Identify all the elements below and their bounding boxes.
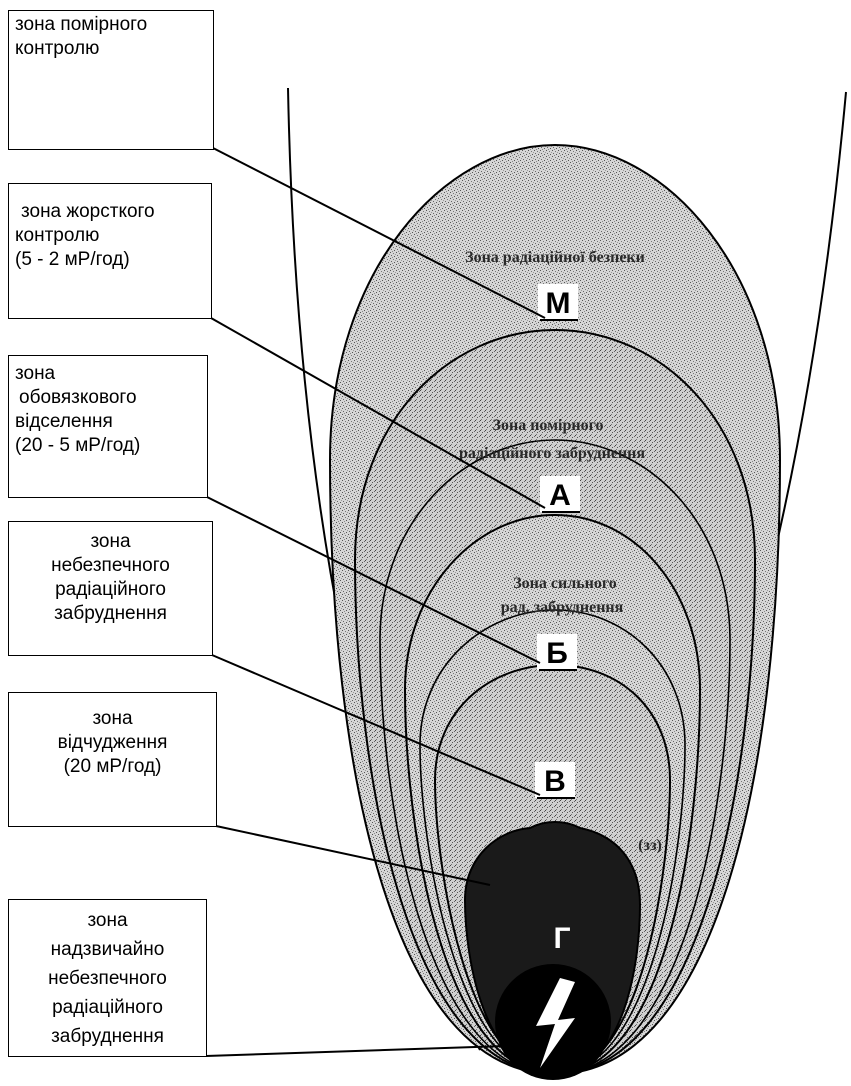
leader-line-extremely-dangerous xyxy=(206,1046,505,1056)
label-line: забруднення xyxy=(15,602,206,626)
zone-m-inner-text: Зона радіаційної безпеки xyxy=(465,249,645,266)
zone-b-inner-text-1: Зона сильного xyxy=(513,575,617,592)
zone-v-letter: В xyxy=(544,765,566,798)
label-line: забруднення xyxy=(15,1022,200,1051)
label-line: зона жорсткого xyxy=(15,200,205,224)
label-box-dangerous-contamination: зона небезпечного радіаційного забруднен… xyxy=(8,521,213,656)
label-box-strict-control: зона жорсткого контролю (5 - 2 мР/год) xyxy=(8,183,212,319)
label-line: зона xyxy=(15,530,206,554)
label-line: відселення xyxy=(15,410,201,434)
label-box-extremely-dangerous: зона надзвичайно небезпечного радіаційно… xyxy=(8,899,207,1057)
label-line: контролю xyxy=(15,37,207,61)
label-line: зона xyxy=(15,362,201,386)
label-line: (5 - 2 мР/год) xyxy=(15,248,205,272)
label-line: радіаційного xyxy=(15,578,206,602)
label-line: зона помірного xyxy=(15,13,207,37)
label-line: (20 мР/год) xyxy=(15,755,210,779)
label-line: (20 - 5 мР/год) xyxy=(15,434,201,458)
label-line: небезпечного xyxy=(15,554,206,578)
label-line: контролю xyxy=(15,224,205,248)
zone-a-inner-text-1: Зона помірного xyxy=(493,417,604,434)
label-line: зона xyxy=(15,707,210,731)
zone-a-letter: А xyxy=(549,479,571,512)
label-line: відчудження xyxy=(15,731,210,755)
label-line: обовязкового xyxy=(15,386,201,410)
zone-b-letter: Б xyxy=(546,637,568,670)
zone-m-letter: М xyxy=(546,287,571,320)
label-line: небезпечного xyxy=(15,964,200,993)
label-line: надзвичайно xyxy=(15,935,200,964)
label-box-mandatory-resettlement: зона обовязкового відселення (20 - 5 мР/… xyxy=(8,355,208,498)
label-box-exclusion: зона відчудження (20 мР/год) xyxy=(8,692,217,827)
zone-b-inner-text-2: рад. забруднення xyxy=(501,599,624,616)
zone-g-letter: Г xyxy=(553,922,570,955)
label-line: радіаційного xyxy=(15,993,200,1022)
zone-v-inner-text: (зз) xyxy=(638,837,662,854)
label-line: зона xyxy=(15,906,200,935)
label-box-moderate-control: зона помірного контролю xyxy=(8,10,214,150)
zone-a-inner-text-2: радіаційного забруднення xyxy=(459,445,645,462)
